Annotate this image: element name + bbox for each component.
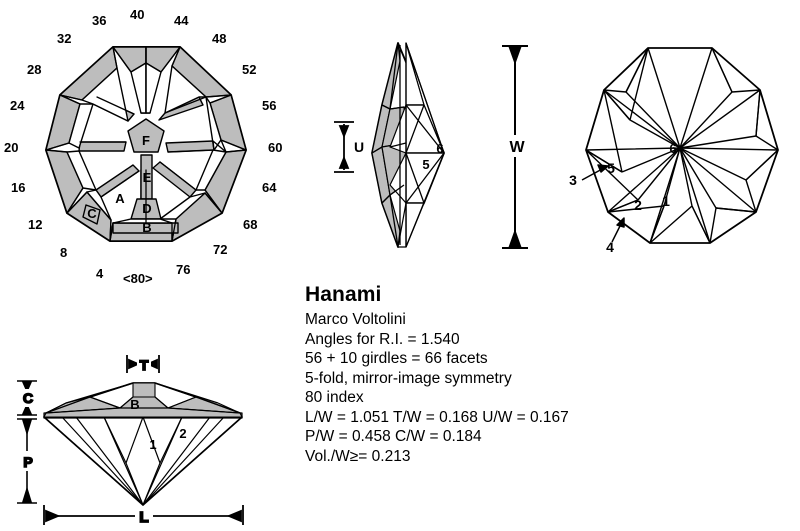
crown-index-32: 32 — [57, 31, 72, 46]
profile-shaded-facets — [43, 382, 243, 418]
crown-index-48: 48 — [212, 31, 227, 46]
crown-index-76: 76 — [176, 262, 191, 277]
facet-label-E: E — [143, 170, 152, 185]
crown-index-72: 72 — [213, 242, 228, 257]
crown-index-24: 24 — [10, 98, 25, 113]
ratios-line-2: P/W = 0.458 C/W = 0.184 — [305, 428, 482, 445]
dimension-u-label: U — [354, 139, 364, 155]
profile-facet-labels: B 1 2 — [130, 397, 186, 452]
end-facet-labels: 5 6 — [422, 141, 443, 172]
crown-index-8: 8 — [60, 245, 68, 260]
crown-shaded-facets — [45, 46, 247, 242]
dimension-t-label: T — [140, 357, 149, 373]
pavilion-facet-label-4: 4 — [606, 239, 614, 255]
dimension-w-label: W — [509, 139, 525, 156]
design-title: Hanami — [305, 283, 382, 306]
profile-view-drawing: T — [17, 354, 244, 527]
table-facet-F — [127, 118, 165, 153]
index-line: 80 index — [305, 389, 364, 406]
crown-index-28: 28 — [27, 62, 42, 77]
crown-index-80: <80> — [123, 271, 153, 286]
dimension-l-label: L — [139, 509, 148, 526]
end-view-panel: 5 6 — [320, 35, 550, 265]
pavilion-facet-label-6: 6 — [669, 141, 676, 156]
end-facet-label-5: 5 — [422, 157, 429, 172]
crown-index-60: 60 — [268, 140, 283, 155]
facet-label-D: D — [142, 201, 151, 216]
pavilion-culet — [677, 145, 683, 151]
dimension-p-label: P — [23, 454, 32, 470]
design-author: Marco Voltolini — [305, 311, 406, 328]
ratios-line-1: L/W = 1.051 T/W = 0.168 U/W = 0.167 — [305, 408, 569, 426]
dimension-t: T — [126, 354, 160, 374]
design-specifications: Hanami Marco Voltolini Angles for R.I. =… — [305, 283, 725, 466]
crown-index-44: 44 — [174, 13, 189, 28]
dimension-p: P — [17, 418, 37, 504]
crown-facet-labels: F E D B A C — [87, 133, 151, 235]
pavilion-view-drawing: 6 5 3 2 1 4 — [569, 47, 779, 255]
symmetry-line: 5-fold, mirror-image symmetry — [305, 369, 512, 387]
crown-facet-lines — [45, 46, 247, 242]
pavilion-facet-label-3: 3 — [569, 172, 577, 188]
pavilion-facet-labels: 6 5 3 2 1 4 — [569, 141, 677, 255]
pavilion-leader-arrows — [581, 164, 625, 243]
dimension-c: C — [17, 380, 37, 416]
volume-line: Vol./W≥= 0.213 — [305, 447, 411, 465]
facet-count-line: 56 + 10 girdles = 66 facets — [305, 350, 488, 367]
pavilion-facet-lines — [585, 47, 779, 244]
pavilion-facet-label-1: 1 — [662, 193, 670, 209]
end-facet-label-6: 6 — [436, 141, 443, 156]
facet-label-B: B — [142, 220, 151, 235]
dimension-w: W — [498, 42, 542, 252]
crown-index-36: 36 — [92, 13, 107, 28]
crown-index-68: 68 — [243, 217, 258, 232]
crown-white-facets — [66, 62, 227, 224]
profile-facet-label-2: 2 — [179, 426, 186, 441]
dimension-l: L — [43, 505, 244, 527]
crown-index-16: 16 — [11, 180, 26, 195]
crown-index-52: 52 — [242, 62, 257, 77]
facet-label-C: C — [87, 206, 97, 221]
crown-index-4: 4 — [96, 266, 104, 281]
profile-facet-label-B: B — [130, 397, 139, 412]
facet-label-A: A — [115, 191, 125, 206]
facet-label-F: F — [142, 133, 150, 148]
facet-C — [82, 204, 101, 225]
crown-index-20: 20 — [4, 140, 19, 155]
pavilion-facet-label-2: 2 — [634, 197, 642, 213]
end-axis-lines — [371, 42, 445, 248]
end-view-drawing: 5 6 — [371, 42, 445, 248]
profile-facet-label-1: 1 — [149, 437, 156, 452]
profile-pavilion-lines — [43, 416, 243, 506]
dimension-c-label: C — [23, 390, 33, 406]
crown-view-drawing: F E D B A C — [45, 46, 247, 242]
crown-index-40: 40 — [130, 7, 145, 22]
refractive-index-line: Angles for R.I. = 1.540 — [305, 330, 460, 348]
profile-crown-lines — [45, 382, 241, 414]
pavilion-facet-label-5: 5 — [607, 160, 615, 176]
dimension-u: U — [330, 120, 366, 174]
pavilion-view-panel: 6 5 3 2 1 4 — [560, 40, 800, 290]
crown-index-64: 64 — [262, 180, 277, 195]
crown-index-12: 12 — [28, 217, 43, 232]
crown-index-56: 56 — [262, 98, 277, 113]
profile-view-panel: T — [0, 345, 292, 531]
